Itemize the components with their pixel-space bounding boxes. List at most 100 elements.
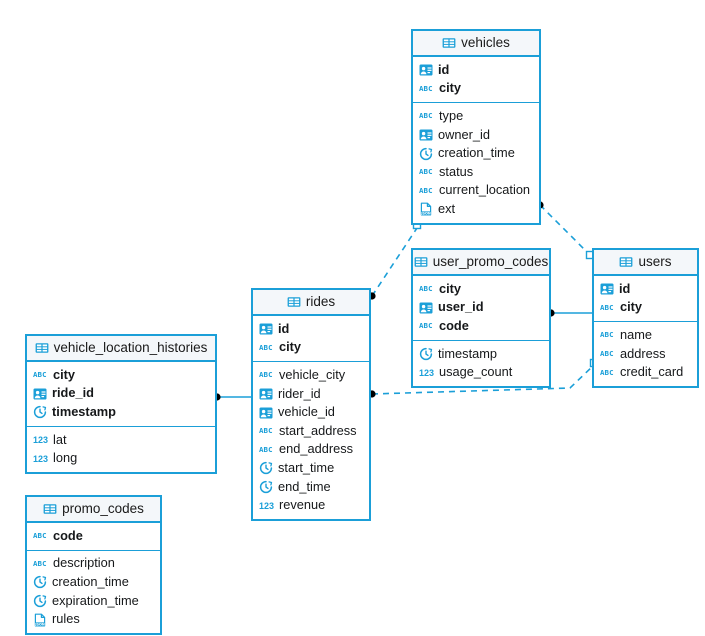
column-name: timestamp [438,345,498,361]
uuid-key-icon [33,387,47,401]
uuid-key-icon [259,406,273,420]
column-name: ride_id [52,385,94,401]
column-row[interactable]: creation_time [27,573,160,592]
table-header[interactable]: user_promo_codes [413,250,549,276]
column-row[interactable]: vehicle_id [253,403,369,422]
relationship-user_promo_codes-to-users[interactable] [547,309,592,317]
clock-timestamp-icon [33,575,47,589]
column-name: long [53,450,78,466]
column-row[interactable]: ride_id [27,385,215,404]
column-row[interactable]: end_time [253,478,369,497]
column-row[interactable]: creation_time [413,144,539,163]
column-row[interactable]: owner_id [413,126,539,145]
column-name: city [620,299,643,315]
column-name: code [53,527,83,543]
clock-timestamp-icon [419,347,433,361]
column-row[interactable]: rider_id [253,385,369,404]
column-name: vehicle_id [278,404,335,420]
column-name: current_location [439,182,531,198]
column-name: rules [52,611,80,627]
table-header[interactable]: users [594,250,697,276]
uuid-key-icon [259,387,273,401]
column-row[interactable]: user_id [413,299,549,318]
column-row[interactable]: 123 long [27,449,215,468]
column-name: city [279,339,302,355]
column-name: name [620,327,653,343]
column-name: creation_time [438,145,515,161]
column-name: ext [438,201,456,217]
123-number-icon: 123 [33,453,49,464]
column-row[interactable]: ABC code [27,527,160,546]
table-icon [35,341,49,355]
column-row[interactable]: timestamp [27,403,215,422]
table-icon [43,502,57,516]
column-name: description [53,555,115,571]
column-row[interactable]: id [413,61,539,80]
column-row[interactable]: JSON ext [413,200,539,219]
json-icon: JSON [419,202,433,216]
clock-timestamp-icon [259,480,273,494]
column-name: lat [53,431,67,447]
clock-timestamp-icon [259,461,273,475]
table-title: vehicles [461,35,510,51]
column-row[interactable]: id [594,280,697,299]
table-title: user_promo_codes [432,254,549,270]
table-header[interactable]: rides [253,290,369,316]
column-row[interactable]: ABC city [594,299,697,318]
column-row[interactable]: start_time [253,459,369,478]
uuid-key-icon [259,322,273,336]
abc-string-icon: ABC [419,83,433,93]
column-row[interactable]: JSON rules [27,610,160,629]
column-row[interactable]: timestamp [413,345,549,364]
abc-string-icon: ABC [419,167,433,177]
column-row[interactable]: ABC current_location [413,182,539,201]
column-name: creation_time [52,574,129,590]
column-row[interactable]: expiration_time [27,592,160,611]
column-name: credit_card [620,364,684,380]
uuid-key-icon [600,282,614,296]
abc-string-icon: ABC [419,185,433,195]
table-header[interactable]: promo_codes [27,497,160,523]
column-name: id [278,320,290,336]
json-icon: JSON [33,613,47,627]
table-title: promo_codes [62,501,144,517]
abc-string-icon: ABC [33,531,47,541]
column-row[interactable]: id [253,320,369,339]
uuid-key-icon [419,63,433,77]
abc-string-icon: ABC [600,302,614,312]
relationship-vehicle_location_histories-to-rides[interactable] [213,393,251,401]
column-name: owner_id [438,126,490,142]
table-header[interactable]: vehicles [413,31,539,57]
column-name: id [619,280,631,296]
table-header[interactable]: vehicle_location_histories [27,336,215,362]
abc-string-icon: ABC [419,284,433,294]
